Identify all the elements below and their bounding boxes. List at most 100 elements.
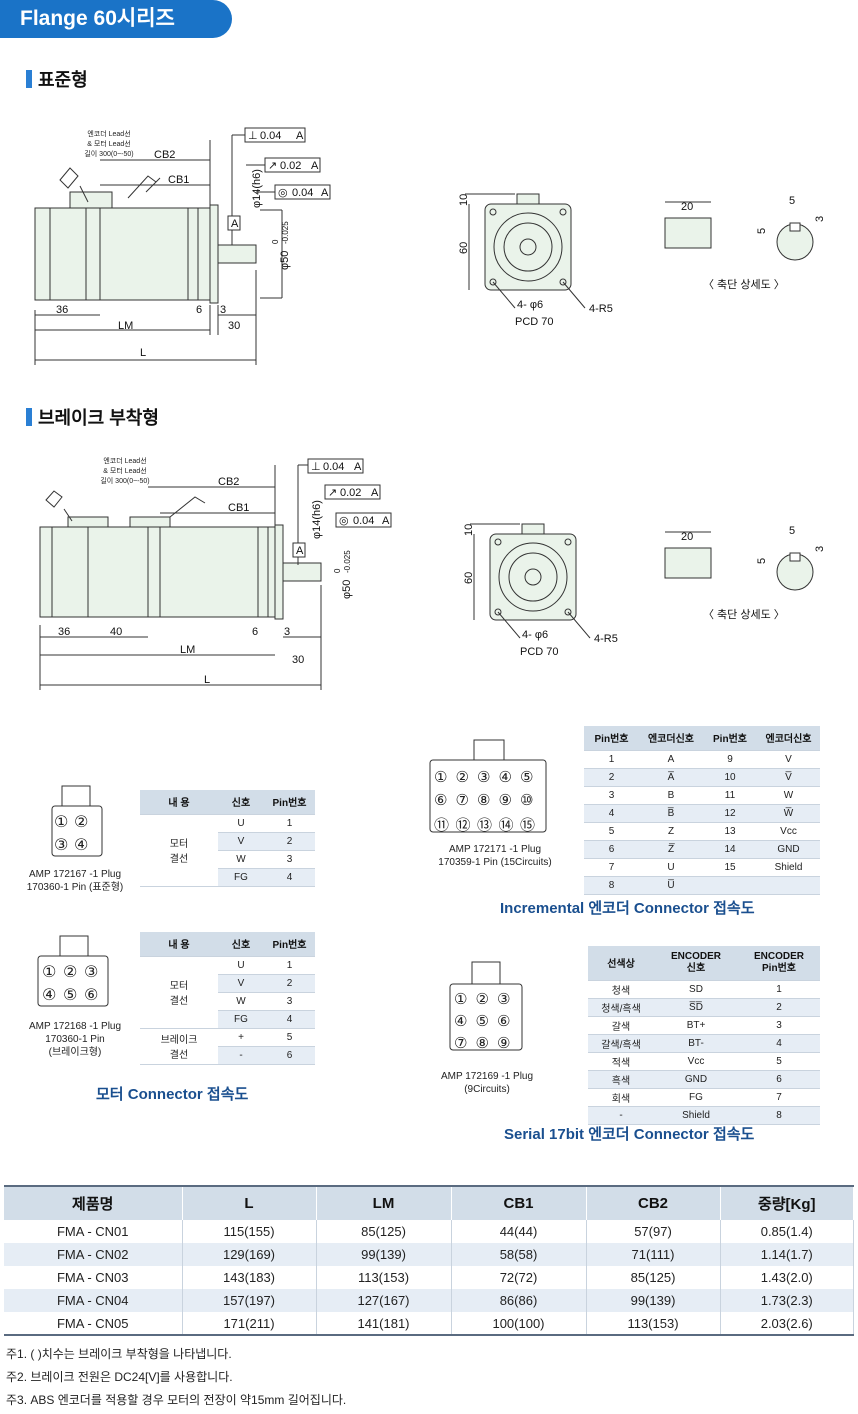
front-pcd: PCD 70	[515, 316, 554, 328]
cell: 8	[738, 1106, 820, 1125]
dim-36: 36	[58, 626, 70, 638]
cell: 청색	[588, 980, 654, 999]
table-row: 모터 결선 U 1	[140, 814, 315, 887]
motor-conn-brk-table: 내 용 신호 Pin번호 모터 결선 U 1 V 2 W 3 FG 4 브레이크…	[140, 932, 315, 1065]
incremental-caption: Incremental 엔코더 Connector 접속도	[500, 900, 755, 917]
dim-40: 40	[110, 626, 122, 638]
pin-6: ⑥	[434, 791, 448, 809]
pilot-tol-bot: -0.025	[343, 550, 352, 573]
section-brake-label: 브레이크 부착형	[38, 408, 159, 428]
pin-12: ⑫	[455, 816, 471, 834]
shaft-dia: φ14(h6)	[311, 500, 323, 539]
cell: Vcc	[654, 1052, 738, 1071]
pin-5: ⑤	[520, 768, 534, 786]
cell: 127(167)	[316, 1289, 452, 1312]
plug-type: (브레이크형)	[48, 1047, 102, 1058]
section-standard-heading: 표준형	[26, 66, 88, 92]
pin-cell: 2	[264, 832, 315, 851]
pin-cell: 1	[264, 814, 315, 833]
datum-ref: A	[382, 515, 390, 527]
cell: S̅D̅	[654, 998, 738, 1017]
svg-text:◎: ◎	[339, 515, 349, 527]
col-header: 중량[Kg]	[720, 1186, 854, 1220]
pin-cell: 4	[264, 868, 315, 887]
key-dim-5: 5	[789, 195, 795, 207]
cell: 57(97)	[586, 1220, 721, 1243]
svg-text:⊥: ⊥	[248, 130, 258, 142]
col-header: ENCODER Pin번호	[738, 946, 820, 981]
cell: 0.85(1.4)	[720, 1220, 854, 1243]
signal-cell: FG	[218, 1010, 264, 1029]
cell: Shield	[757, 858, 820, 877]
table-row: W 3	[140, 992, 315, 1011]
lead-note-line: & 모터 Lead선	[87, 141, 131, 148]
pin-4: ④	[498, 768, 512, 786]
cell: A̅	[639, 768, 703, 787]
key-dim-3: 3	[814, 216, 826, 222]
cell: A	[639, 750, 703, 769]
cell: 4	[738, 1034, 820, 1053]
cell: 갈색/흑색	[588, 1034, 654, 1053]
pilot-dia: φ50	[279, 251, 291, 270]
section-marker	[26, 70, 32, 88]
cell: 10	[703, 768, 757, 787]
datum-box-label: A	[296, 545, 304, 557]
cell: Z̅	[639, 840, 703, 859]
cell: BT-	[654, 1034, 738, 1053]
col-header: Pin번호	[703, 726, 757, 751]
pilot-dia: φ50	[341, 580, 353, 599]
pin-13: ⑬	[477, 816, 493, 834]
motor-plug-6pin-drawing	[37, 935, 109, 1007]
table-row: FG 4	[140, 1010, 315, 1029]
signal-cell: +	[218, 1028, 264, 1047]
cell: Vcc	[757, 822, 820, 841]
brake-shaft-detail-drawing: 20 5 5 3 〈 축단 상세도 〉	[664, 525, 826, 621]
lead-note: 엔코더 Lead선 & 모터 Lead선 길이 300(0~-50)	[90, 457, 160, 487]
shaft-detail-caption: 〈 축단 상세도 〉	[703, 608, 785, 621]
pin-11: ⑪	[434, 816, 450, 834]
dim-l: L	[204, 674, 210, 686]
cell: 141(181)	[316, 1312, 452, 1335]
pin-6: ⑥	[84, 985, 99, 1004]
pin-cell: 1	[264, 956, 315, 975]
serial-caption: Serial 17bit 엔코더 Connector 접속도	[504, 1126, 755, 1143]
perp-tolerance: 0.04	[323, 461, 344, 473]
pin-7: ⑦	[455, 791, 469, 809]
motor-plug-6pin-pins: ① ② ③ ④ ⑤ ⑥	[42, 962, 106, 1004]
key-dim-5b: 5	[756, 558, 768, 564]
front-r5: 4-R5	[589, 303, 613, 315]
col-header: LM	[316, 1186, 452, 1220]
dim-6: 6	[252, 626, 258, 638]
cell: B	[639, 786, 703, 805]
plug-pin: 170360-1 Pin (표준형)	[26, 882, 124, 893]
motor-plug-std-label: AMP 172167 -1 Plug 170360-1 Pin (표준형)	[10, 868, 140, 894]
standard-front-view-drawing: 10 60 4- φ6 PCD 70 4-R5	[458, 193, 613, 328]
pin-1: ①	[454, 990, 468, 1008]
table-row: V 2	[140, 974, 315, 993]
shaft-dia: φ14(h6)	[251, 169, 263, 208]
pin-1: ①	[434, 768, 448, 786]
col-header: 신호	[218, 790, 264, 815]
plug-pin: 170359-1 Pin (15Circuits)	[438, 857, 552, 868]
cb1-label: CB1	[168, 174, 189, 186]
cell: -	[588, 1106, 654, 1125]
cell: B̅	[639, 804, 703, 823]
cell: 흑색	[588, 1070, 654, 1089]
front-r5: 4-R5	[594, 633, 618, 645]
cell: 44(44)	[451, 1220, 587, 1243]
cell: 72(72)	[451, 1266, 587, 1289]
encoder-plug-9pin-pins: ① ② ③ ④ ⑤ ⑥ ⑦ ⑧ ⑨	[454, 990, 520, 1052]
signal-cell: V	[218, 974, 264, 993]
front-dim-10: 10	[458, 194, 470, 206]
cell: 회색	[588, 1088, 654, 1107]
cell: 3	[584, 786, 639, 805]
lead-note-line: 길이 300(0~-50)	[100, 478, 150, 485]
cell: 청색/흑색	[588, 998, 654, 1017]
